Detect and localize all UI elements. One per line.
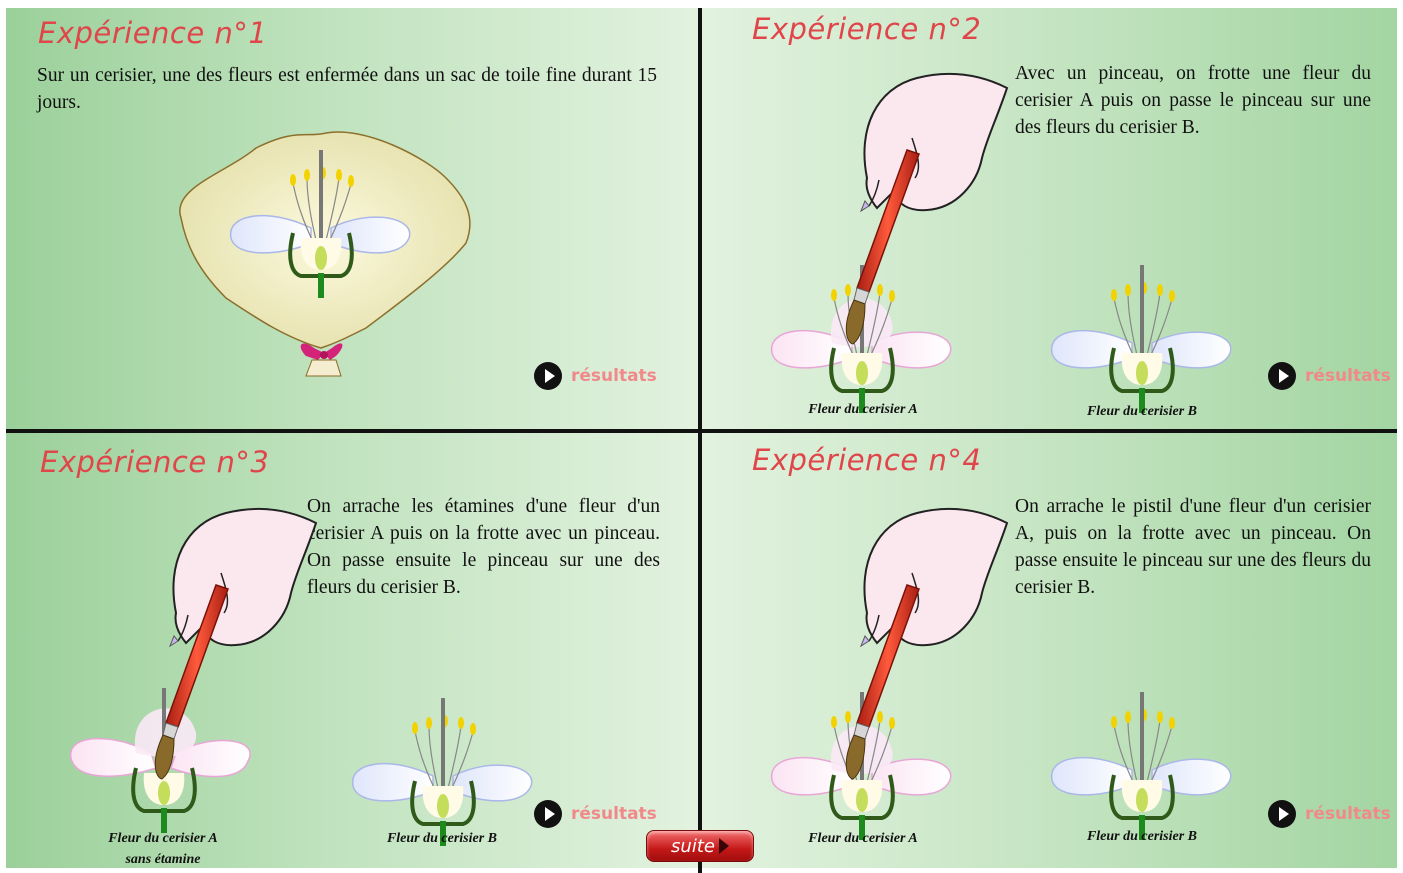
play-icon — [1268, 362, 1296, 390]
caption-flower-a: Fleur du cerisier A sans étamine — [88, 828, 238, 868]
caption-flower-a: Fleur du cerisier A — [788, 828, 938, 849]
suite-button[interactable]: suite — [646, 830, 754, 862]
results-label: résultats — [571, 804, 657, 824]
play-icon — [1268, 800, 1296, 828]
results-label: résultats — [1305, 804, 1391, 824]
arrow-right-icon — [719, 838, 729, 854]
horizontal-divider — [6, 429, 1397, 433]
cherry-flower-b-icon — [1052, 265, 1231, 413]
play-icon — [534, 362, 562, 390]
cherry-flower-b-icon — [353, 698, 532, 846]
results-button-3[interactable]: résultats — [534, 800, 657, 828]
caption-flower-b: Fleur du cerisier B — [367, 828, 517, 849]
results-button-4[interactable]: résultats — [1268, 800, 1391, 828]
results-button-2[interactable]: résultats — [1268, 362, 1391, 390]
caption-flower-a-line2: sans étamine — [88, 849, 238, 868]
suite-label: suite — [671, 836, 715, 857]
vertical-divider — [698, 8, 702, 873]
experience-3-panel: Expérience n°3 On arrache les étamines d… — [6, 433, 698, 868]
results-button-1[interactable]: résultats — [534, 362, 657, 390]
caption-flower-b: Fleur du cerisier B — [1067, 826, 1217, 847]
results-label: résultats — [571, 366, 657, 386]
experience-2-panel: Expérience n°2 Avec un pinceau, on frott… — [702, 8, 1397, 429]
caption-flower-b: Fleur du cerisier B — [1067, 401, 1217, 422]
experience-4-panel: Expérience n°4 On arrache le pistil d'un… — [702, 433, 1397, 868]
results-label: résultats — [1305, 366, 1391, 386]
experience-1-panel: Expérience n°1 Sur un cerisier, une des … — [6, 8, 698, 429]
cherry-flower-b-icon — [1052, 692, 1231, 840]
play-icon — [534, 800, 562, 828]
caption-flower-a-line1: Fleur du cerisier A — [88, 828, 238, 849]
caption-flower-a: Fleur du cerisier A — [788, 399, 938, 420]
